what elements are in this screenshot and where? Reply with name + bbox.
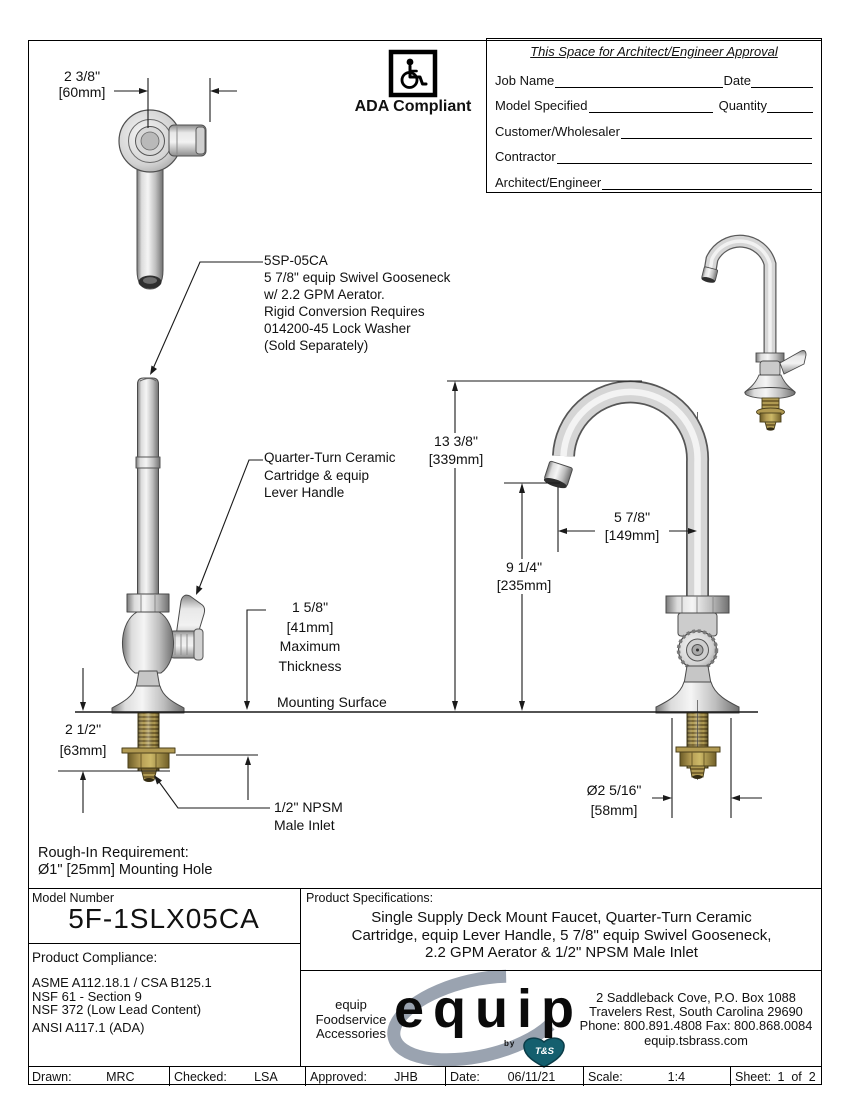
approval-title: This Space for Architect/Engineer Approv… — [530, 44, 778, 59]
dim-shank-length: 2 1/2" [63mm] — [52, 719, 114, 761]
model-number: 5F-1SLX05CA — [68, 903, 260, 934]
ts-shield-label: T&S — [535, 1046, 554, 1057]
dim-reach: 5 7/8" [149mm] — [599, 509, 665, 544]
footer-drawn: Drawn:MRC — [28, 1067, 170, 1086]
equip-swoosh — [387, 969, 569, 1067]
footer-row: Drawn:MRC Checked:LSA Approved:JHB Date:… — [28, 1066, 822, 1086]
title-block-left: Model Number 5F-1SLX05CA Product Complia… — [28, 889, 301, 1066]
footer-checked: Checked:LSA — [170, 1067, 306, 1086]
date-blank — [751, 72, 813, 88]
ada-icon — [388, 49, 438, 98]
side-view-drawing — [543, 380, 740, 780]
dim-top-width-lines — [114, 78, 237, 128]
contractor-label: Contractor — [495, 149, 556, 165]
approval-box: This Space for Architect/Engineer Approv… — [486, 38, 822, 193]
contractor-blank — [556, 148, 812, 165]
brand-address: 2 Saddleback Cove, P.O. Box 1088 Travele… — [579, 990, 813, 1048]
model-specified-label: Model Specified — [495, 98, 588, 114]
quantity-label: Quantity — [718, 98, 767, 114]
model-specified-blank — [588, 97, 713, 114]
specs-cell: Product Specifications: Single Supply De… — [301, 889, 822, 971]
title-block-right: Product Specifications: Single Supply De… — [301, 889, 822, 1066]
ts-shield-icon — [523, 1037, 565, 1068]
callout-spout: 5SP-05CA 5 7/8" equip Swivel Gooseneck w… — [264, 252, 474, 354]
model-number-cell: Model Number 5F-1SLX05CA — [28, 889, 300, 944]
dim-overall-height: 13 3/8" [339mm] — [421, 433, 491, 468]
footer-approved: Approved:JHB — [306, 1067, 446, 1086]
model-number-label: Model Number — [32, 891, 114, 905]
dimension-lines — [58, 261, 762, 818]
callout-inlet: 1/2" NPSM Male Inlet — [274, 798, 364, 834]
mounting-surface-label: Mounting Surface — [277, 694, 405, 711]
architect-blank — [602, 174, 812, 190]
page-border — [28, 40, 822, 1085]
isometric-view-drawing — [701, 234, 807, 431]
logo-by-text: by — [504, 1039, 516, 1048]
rough-in-note: Rough-In Requirement: Ø1" [25mm] Mountin… — [38, 845, 268, 879]
footer-date: Date:06/11/21 — [446, 1067, 584, 1086]
compliance-item: ANSI A117.1 (ADA) — [32, 1019, 145, 1035]
date-label: Date — [723, 72, 751, 88]
approval-row-model: Model Specified Quantity — [495, 88, 813, 114]
ada-compliant-label: ADA Compliant — [354, 98, 472, 115]
footer-sheet: Sheet:1 of 2 — [735, 1069, 816, 1084]
compliance-list: ASME A112.18.1 / CSA B125.1 NSF 61 - Sec… — [32, 976, 212, 1034]
compliance-item: NSF 372 (Low Lead Content) — [32, 1002, 202, 1017]
specs-label: Product Specifications: — [306, 891, 434, 905]
compliance-cell: Product Compliance: ASME A112.18.1 / CSA… — [28, 944, 300, 1066]
dim-deck-thickness: 1 5/8" [41mm] Maximum Thickness — [272, 598, 348, 676]
compliance-item: ASME A112.18.1 / CSA B125.1 — [32, 975, 212, 990]
job-name-label: Job Name — [495, 72, 555, 88]
customer-blank — [621, 123, 812, 139]
title-block: Model Number 5F-1SLX05CA Product Complia… — [28, 888, 822, 1086]
approval-row-job: Job Name Date — [495, 62, 813, 88]
dim-top-width: 2 3/8" [60mm] — [52, 68, 112, 100]
customer-label: Customer/Wholesaler — [495, 123, 620, 139]
footer-scale: Scale:1:4 — [584, 1067, 731, 1086]
front-view-drawing — [111, 377, 206, 782]
specs-text: Single Supply Deck Mount Faucet, Quarter… — [351, 909, 772, 961]
approval-row-contractor: Contractor — [495, 139, 813, 165]
approval-row-architect: Architect/Engineer — [495, 164, 813, 190]
compliance-item: NSF 61 - Section 9 — [32, 988, 142, 1004]
top-view-drawing — [118, 109, 207, 290]
quantity-blank — [767, 97, 813, 114]
dim-base-dia: Ø2 5/16" [58mm] — [576, 780, 652, 820]
approval-row-customer: Customer/Wholesaler — [495, 113, 813, 139]
brand-tagline: equip Foodservice Accessories — [315, 997, 387, 1041]
job-name-blank — [555, 72, 723, 88]
architect-label: Architect/Engineer — [495, 174, 602, 190]
callout-cartridge: Quarter-Turn Ceramic Cartridge & equip L… — [264, 449, 424, 502]
equip-logo-text: equip — [394, 979, 583, 1039]
dim-outlet-height: 9 1/4" [235mm] — [489, 559, 559, 594]
compliance-label: Product Compliance: — [32, 950, 158, 965]
